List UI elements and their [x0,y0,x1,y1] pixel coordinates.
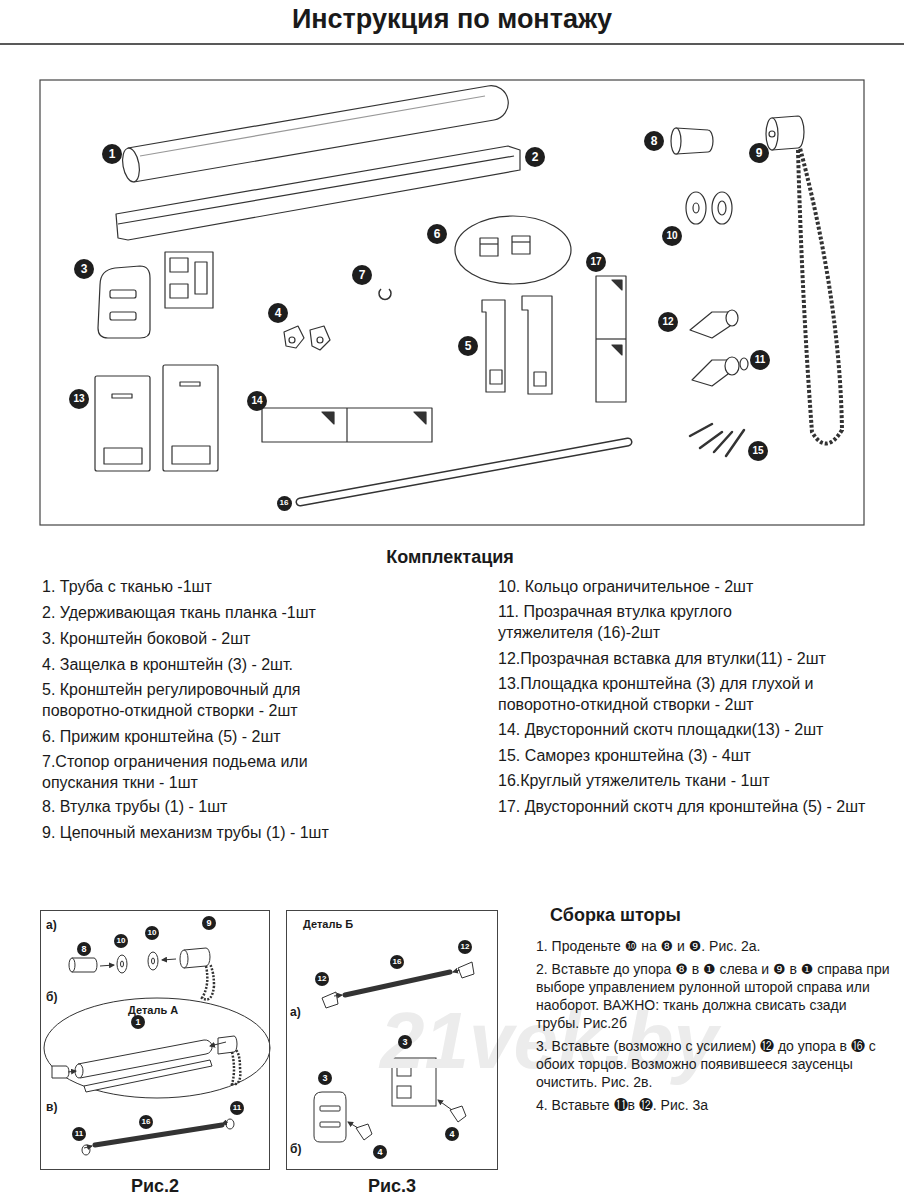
parts-list-item: 5. Кронштейн регулировочный для поворотн… [42,679,342,721]
figure-caption: Рис.3 [287,1176,497,1197]
assembly-step: 3. Вставьте (возможно с усилием) ⓬ до уп… [536,1037,891,1091]
callout-number: 5 [458,336,478,356]
callout-number: 10 [662,226,682,246]
figure-caption: Рис.2 [41,1176,269,1197]
parts-list-item: 2. Удерживающая ткань планка -1шт [42,602,462,623]
callout-number: 7 [352,265,372,285]
parts-list-item: 10. Кольцо ограничительное - 2шт [498,576,878,597]
callout-number: 16 [390,955,404,969]
parts-list-item: 17. Двусторонний скотч для кронштейна (5… [498,796,870,817]
callout-number: 8 [77,942,91,956]
callout-number: 9 [202,916,216,930]
figure-label: а) [46,918,57,932]
callout-number: 4 [445,1127,459,1141]
callout-number: 12 [315,972,329,986]
callout-number: 3 [74,259,94,279]
parts-list-item: 8. Втулка трубы (1) - 1шт [42,796,462,817]
callout-number: 12 [458,940,472,954]
assembly-step: 2. Вставьте до упора ❽ в ❶ слева и ❾ в ❶… [536,960,891,1032]
figure-label: а) [290,1005,301,1019]
callout-number: 3 [398,1035,412,1049]
assembly-step: 1. Проденьте ❿ на ❽ и ❾. Рис. 2а. [536,937,891,955]
callout-number: 4 [373,1145,387,1159]
callout-number: 16 [139,1115,153,1129]
callout-number: 2 [525,147,545,167]
callout-number: 9 [749,143,769,163]
parts-list-item: 6. Прижим кронштейна (5) - 2шт [42,726,462,747]
parts-list-item: 15. Саморез кронштейна (3) - 4шт [498,745,878,766]
callout-number: 6 [427,224,447,244]
callout-number: 1 [102,144,122,164]
callout-number: 4 [268,303,288,323]
parts-list-item: 3. Кронштейн боковой - 2шт [42,628,462,649]
callout-number: 10 [114,934,128,948]
callout-number: 8 [644,131,664,151]
callout-number: 14 [247,391,267,411]
section-heading: Сборка шторы [550,905,681,926]
callout-number: 10 [145,926,159,940]
page-title: Инструкция по монтажу [0,4,904,35]
assembly-step: 4. Вставьте ⓫в ⓬. Рис. 3а [536,1096,891,1114]
callout-number: 12 [658,312,678,332]
detail-label: Деталь Б [303,918,353,930]
callout-number: 11 [750,350,770,370]
parts-list-item: 16.Круглый утяжелитель ткани - 1шт [498,770,878,791]
parts-list-item: 9. Цепочный механизм трубы (1) - 1шт [42,822,462,843]
callout-number: 3 [318,1071,332,1085]
parts-list-item: 13.Площадка кронштейна (3) для глухой и … [498,673,828,715]
callout-number: 17 [586,252,606,272]
callout-number: 11 [230,1101,244,1115]
parts-list-item: 11. Прозрачная втулка круглого утяжелите… [498,601,768,643]
figure-label: б) [290,1142,301,1156]
callout-number: 1 [131,1015,145,1029]
callout-number: 11 [72,1127,86,1141]
parts-list-item: 7.Стопор ограничения подьема или опускан… [42,751,342,793]
parts-list-item: 14. Двусторонний скотч площадки(13) - 2ш… [498,719,878,740]
section-heading: Комплектация [386,547,514,568]
figure-label: б) [46,990,57,1004]
callout-number: 15 [748,441,768,461]
callout-number: 16 [277,496,292,511]
parts-list-item: 1. Труба с тканью -1шт [42,576,462,597]
parts-list-item: 4. Защелка в кронштейн (3) - 2шт. [42,654,462,675]
parts-list-item: 12.Прозрачная вставка для втулки(11) - 2… [498,648,898,669]
figure-label: в) [46,1100,57,1114]
callout-number: 13 [69,389,89,409]
